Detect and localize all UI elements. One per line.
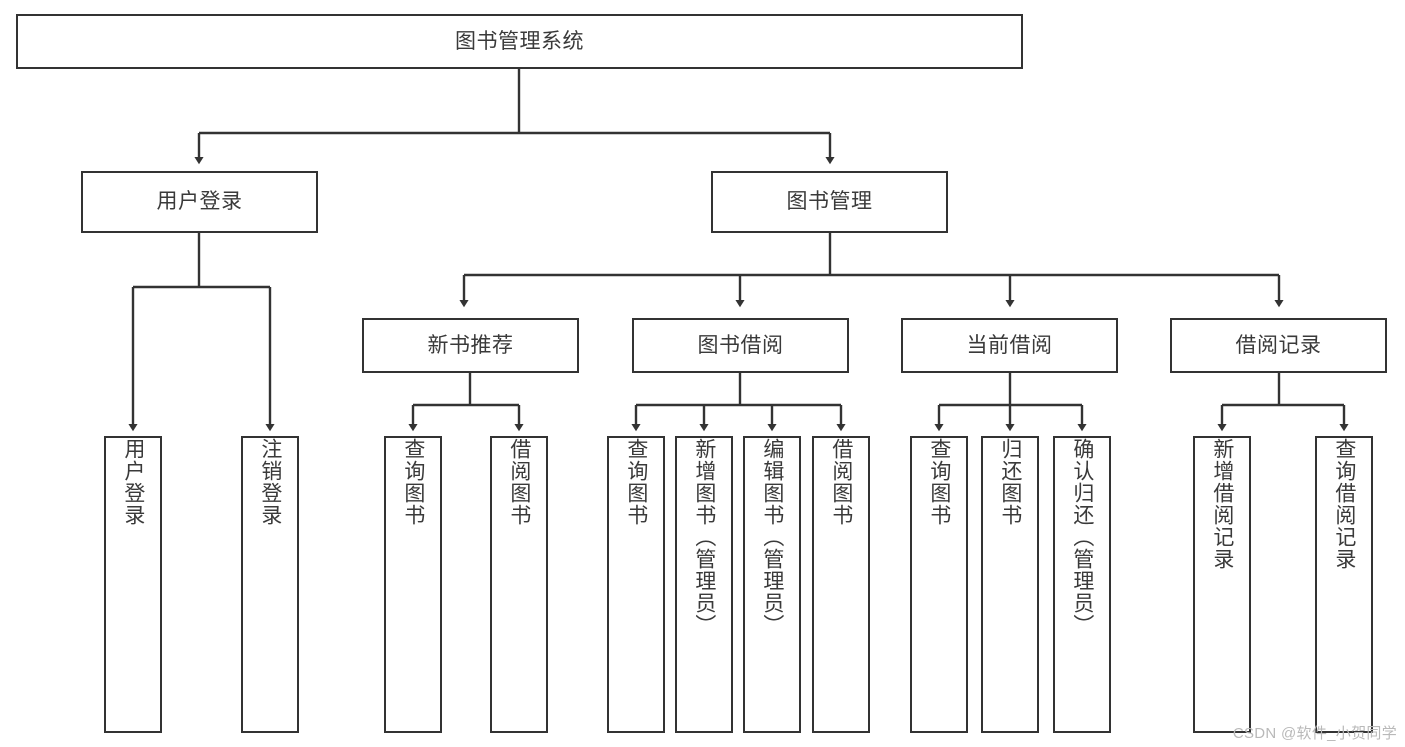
node-leaf-user-login-label: 用户登录	[121, 438, 145, 526]
node-root-label: 图书管理系统	[455, 29, 584, 53]
node-leaf-borrow-book-1[interactable]: 借阅图书	[490, 436, 548, 733]
node-book-borrow[interactable]: 图书借阅	[632, 318, 849, 373]
node-leaf-query-record[interactable]: 查询借阅记录	[1315, 436, 1373, 733]
node-leaf-return-book-label: 归还图书	[998, 438, 1022, 526]
node-leaf-borrow-book-2-label: 借阅图书	[829, 438, 853, 526]
node-leaf-user-login[interactable]: 用户登录	[104, 436, 162, 733]
node-leaf-logout-label: 注销登录	[258, 438, 282, 526]
node-user-login-label: 用户登录	[156, 190, 243, 214]
node-book-borrow-label: 图书借阅	[697, 333, 784, 357]
node-leaf-add-record[interactable]: 新增借阅记录	[1193, 436, 1251, 733]
node-leaf-confirm-return-label: 确认归还（管理员）	[1070, 438, 1094, 636]
node-leaf-edit-book-label: 编辑图书（管理员）	[760, 438, 784, 636]
node-leaf-query-book-2[interactable]: 查询图书	[607, 436, 665, 733]
node-leaf-query-record-label: 查询借阅记录	[1332, 438, 1356, 570]
node-current-borrow-label: 当前借阅	[966, 333, 1053, 357]
node-leaf-return-book[interactable]: 归还图书	[981, 436, 1039, 733]
node-book-management-label: 图书管理	[786, 190, 873, 214]
node-leaf-query-book-1[interactable]: 查询图书	[384, 436, 442, 733]
node-borrow-record[interactable]: 借阅记录	[1170, 318, 1387, 373]
node-leaf-add-book[interactable]: 新增图书（管理员）	[675, 436, 733, 733]
node-leaf-edit-book[interactable]: 编辑图书（管理员）	[743, 436, 801, 733]
node-current-borrow[interactable]: 当前借阅	[901, 318, 1118, 373]
node-new-book-recommend-label: 新书推荐	[427, 333, 514, 357]
node-leaf-add-book-label: 新增图书（管理员）	[692, 438, 716, 636]
node-new-book-recommend[interactable]: 新书推荐	[362, 318, 579, 373]
node-root[interactable]: 图书管理系统	[16, 14, 1023, 69]
node-user-login[interactable]: 用户登录	[81, 171, 318, 233]
node-leaf-borrow-book-1-label: 借阅图书	[507, 438, 531, 526]
node-leaf-query-book-2-label: 查询图书	[624, 438, 648, 526]
node-book-management[interactable]: 图书管理	[711, 171, 948, 233]
node-leaf-query-book-3-label: 查询图书	[927, 438, 951, 526]
node-borrow-record-label: 借阅记录	[1235, 333, 1322, 357]
node-leaf-add-record-label: 新增借阅记录	[1210, 438, 1234, 570]
node-leaf-confirm-return[interactable]: 确认归还（管理员）	[1053, 436, 1111, 733]
node-leaf-logout[interactable]: 注销登录	[241, 436, 299, 733]
node-leaf-query-book-3[interactable]: 查询图书	[910, 436, 968, 733]
node-leaf-borrow-book-2[interactable]: 借阅图书	[812, 436, 870, 733]
node-leaf-query-book-1-label: 查询图书	[401, 438, 425, 526]
